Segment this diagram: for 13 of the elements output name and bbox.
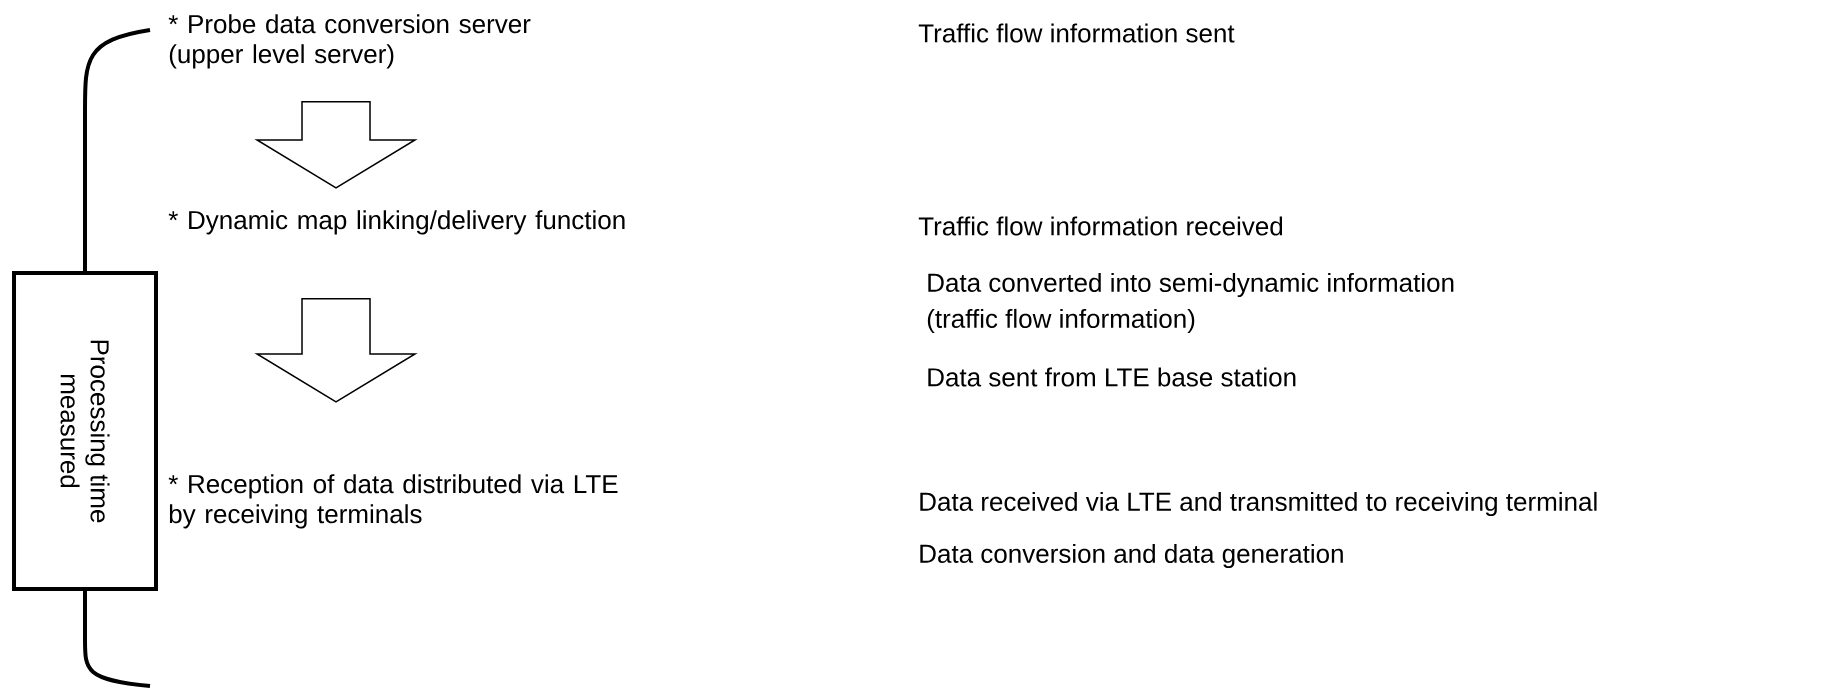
hollow-arrow xyxy=(254,100,418,189)
note-text: Data converted into semi-dynamic information xyxy=(928,272,1454,298)
step-text: * Dynamic map linking/delivery function xyxy=(168,210,625,235)
note-text: Data conversion and data generation xyxy=(920,543,1343,569)
note-text: Data received via LTE and transmitted to receiving terminal xyxy=(920,491,1597,517)
note-text: (traffic flow information) xyxy=(927,308,1195,334)
step-text: * Probe data conversion server (upper level server) xyxy=(168,14,531,69)
measurement-box: Processing time measured xyxy=(12,271,158,591)
note-text: Traffic flow information sent xyxy=(918,23,1235,43)
hollow-arrow xyxy=(254,297,418,403)
note-text: Traffic flow information received xyxy=(918,216,1283,236)
note-text: Data sent from LTE base station xyxy=(928,367,1296,387)
step-text: * Reception of data distributed via LTE by receiving terminals xyxy=(168,474,618,529)
